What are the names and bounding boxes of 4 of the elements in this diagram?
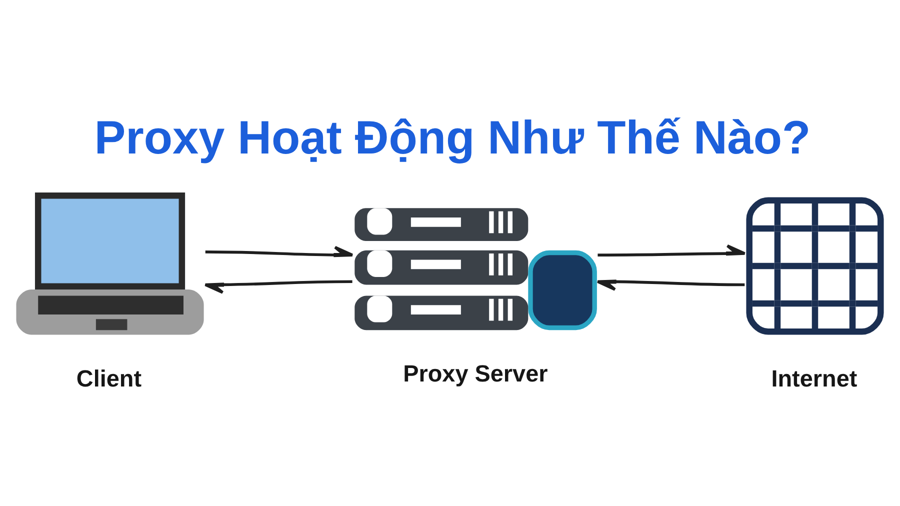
node-label: Client <box>76 364 142 391</box>
diagram-title: Proxy Hoạt Động Như Thế Nào? <box>94 110 811 163</box>
node-label: Internet <box>771 364 858 391</box>
node-label: Proxy Server <box>403 360 548 386</box>
